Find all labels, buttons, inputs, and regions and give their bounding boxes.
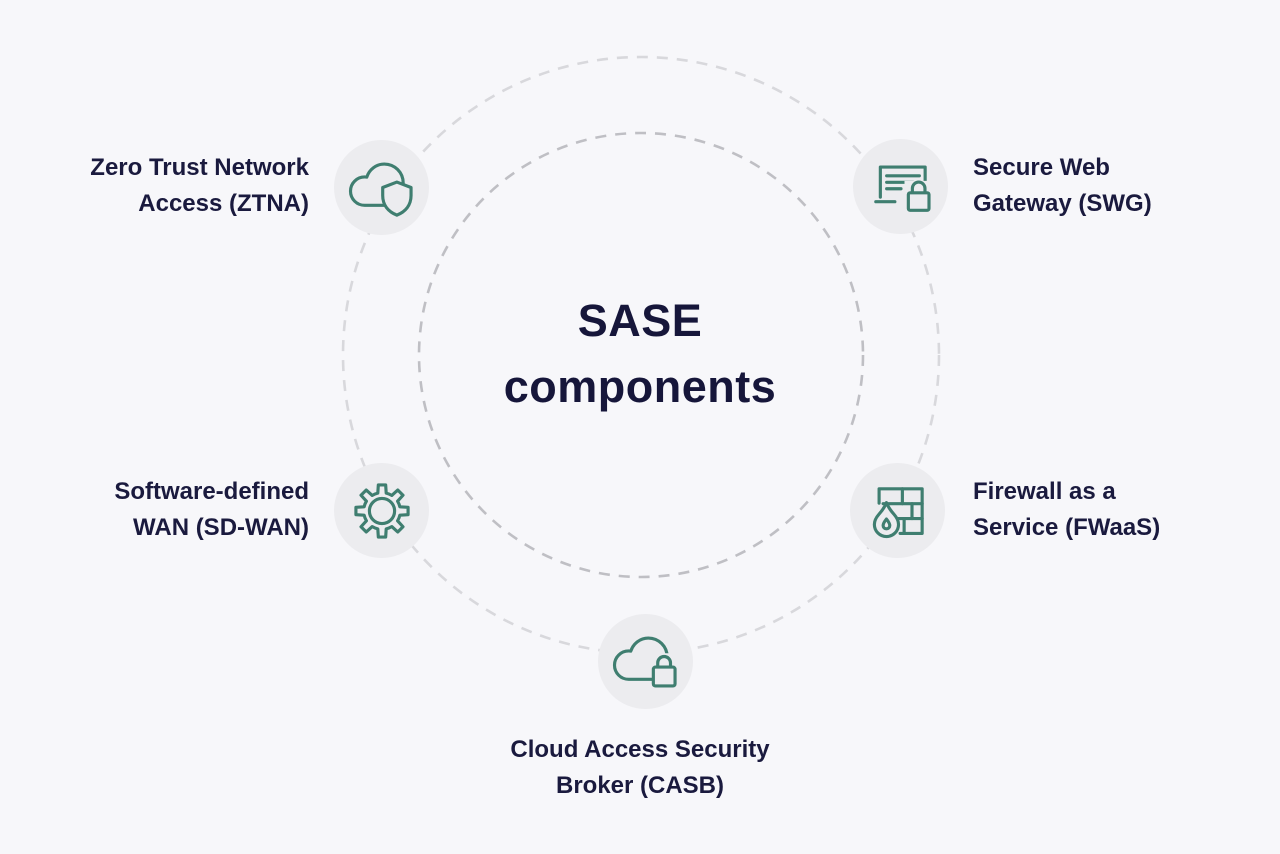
cloud-lock-icon [612,635,677,688]
sdwan-label: Software-defined WAN (SD-WAN) [27,474,309,546]
gear-icon [353,482,410,539]
ztna-label-line2: Access (ZTNA) [138,190,309,217]
ztna-label: Zero Trust Network Access (ZTNA) [27,150,309,222]
inner-dashed-ring [417,131,865,579]
casb-label: Cloud Access Security Broker (CASB) [390,732,890,804]
diagram-title: SASE components [0,288,1280,420]
swg-label: Secure Web Gateway (SWG) [973,150,1273,222]
ztna-label-line1: Zero Trust Network [90,154,309,181]
diagram-title-line1: SASE [577,295,703,346]
secure-web-gateway-icon [873,164,932,212]
cloud-shield-icon [348,161,413,217]
swg-node [853,139,948,234]
fwaas-label-line1: Firewall as a [973,478,1116,505]
swg-label-line2: Gateway (SWG) [973,190,1152,217]
diagram-title-line2: components [503,361,777,412]
ztna-node [334,140,429,235]
fwaas-label: Firewall as a Service (FWaaS) [973,474,1273,546]
fwaas-node [850,463,945,558]
sdwan-label-line2: WAN (SD-WAN) [133,514,309,541]
casb-label-line1: Cloud Access Security [510,736,770,763]
sdwan-node [334,463,429,558]
fwaas-label-line2: Service (FWaaS) [973,514,1161,541]
firewall-flame-icon [872,486,924,538]
casb-node [598,614,693,709]
swg-label-line1: Secure Web [973,154,1110,181]
casb-label-line2: Broker (CASB) [555,772,725,799]
sdwan-label-line1: Software-defined [114,478,309,505]
